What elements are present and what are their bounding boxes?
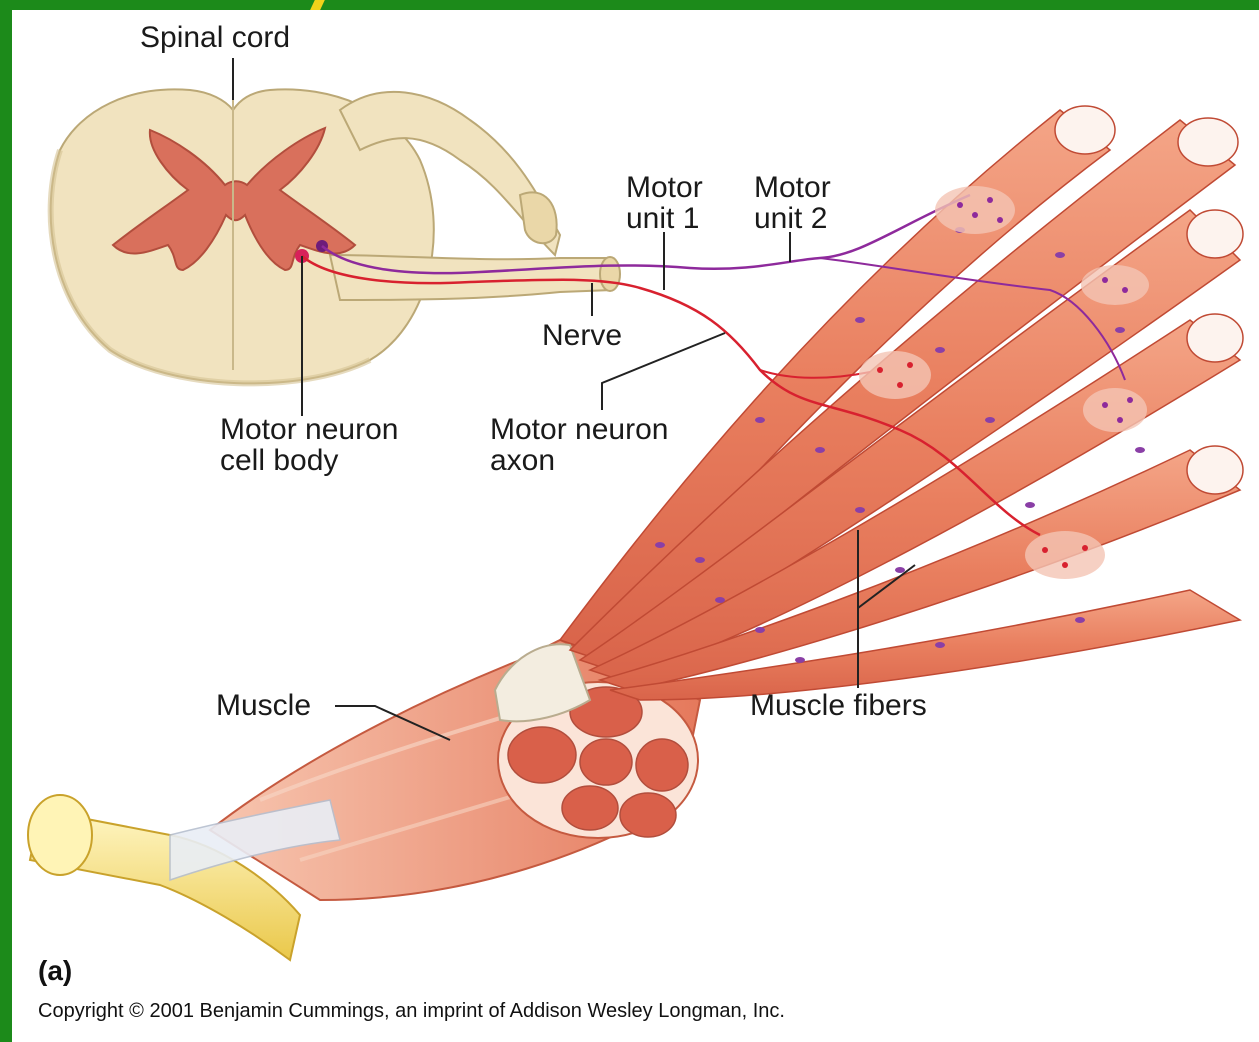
copyright-notice: Copyright © 2001 Benjamin Cummings, an i… xyxy=(38,1000,785,1023)
panel-label: (a) xyxy=(38,955,72,987)
label-motor-neuron-axon: Motor neuron axon xyxy=(490,414,668,476)
label-spinal-cord: Spinal cord xyxy=(140,22,290,53)
label-muscle-fibers: Muscle fibers xyxy=(750,690,927,721)
label-motor-unit-2: Motor unit 2 xyxy=(754,172,831,234)
label-motor-unit-1: Motor unit 1 xyxy=(626,172,703,234)
label-nerve: Nerve xyxy=(542,320,622,351)
label-muscle: Muscle xyxy=(216,690,311,721)
spinal-cord-illustration xyxy=(51,89,620,383)
label-motor-neuron-cell-body: Motor neuron cell body xyxy=(220,414,398,476)
